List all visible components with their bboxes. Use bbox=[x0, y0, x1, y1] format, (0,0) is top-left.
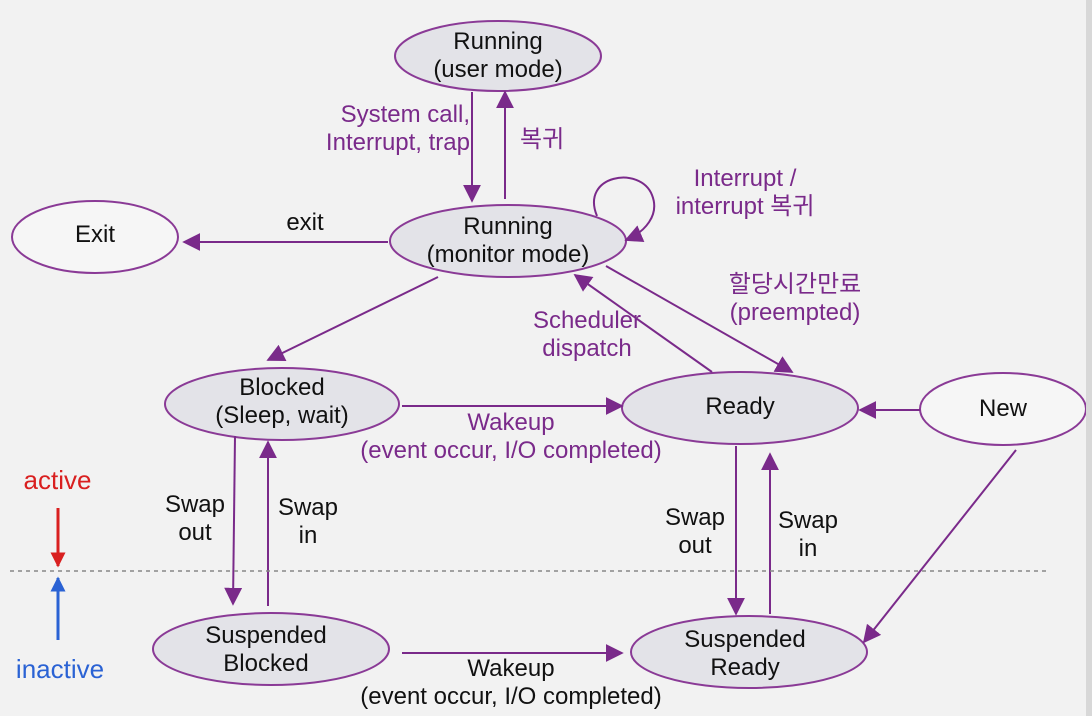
wakeup-bottom-label: Wakeup(event occur, I/O completed) bbox=[360, 655, 662, 710]
interrupt-loop-label: Interrupt /interrupt 복귀 bbox=[675, 165, 815, 220]
edge-new-to-suspended-ready bbox=[862, 449, 1017, 644]
running-monitor-label: Running(monitor mode) bbox=[426, 213, 590, 268]
syscall-label: System call,Interrupt, trap bbox=[325, 101, 470, 156]
new-label: New bbox=[978, 395, 1027, 422]
timeout-label: 할당시간만료(preempted) bbox=[728, 271, 862, 326]
edge-preempted bbox=[605, 265, 794, 373]
edge-swap-out-blocked bbox=[224, 435, 243, 606]
running-user-label: Running(user mode) bbox=[433, 28, 563, 83]
window-edge bbox=[1086, 0, 1092, 716]
wakeup-top-label: Wakeup(event occur, I/O completed) bbox=[360, 409, 662, 464]
suspended-ready-node bbox=[630, 615, 868, 689]
active-label: active bbox=[23, 465, 92, 495]
edge-to-blocked bbox=[266, 276, 439, 361]
edge-interrupt-loop bbox=[593, 176, 656, 242]
exit-label: Exit bbox=[74, 221, 115, 248]
exit-node bbox=[11, 200, 179, 274]
ready-label: Ready bbox=[705, 393, 775, 420]
return-label: 복귀 bbox=[520, 126, 565, 153]
edge-dispatch bbox=[573, 273, 713, 373]
exit-edge-label: exit bbox=[286, 209, 324, 236]
blocked-node bbox=[164, 367, 400, 441]
inactive-label: inactive bbox=[15, 654, 105, 684]
suspended-blocked-node bbox=[152, 612, 390, 686]
blocked-label: Blocked(Sleep, wait) bbox=[215, 374, 349, 429]
